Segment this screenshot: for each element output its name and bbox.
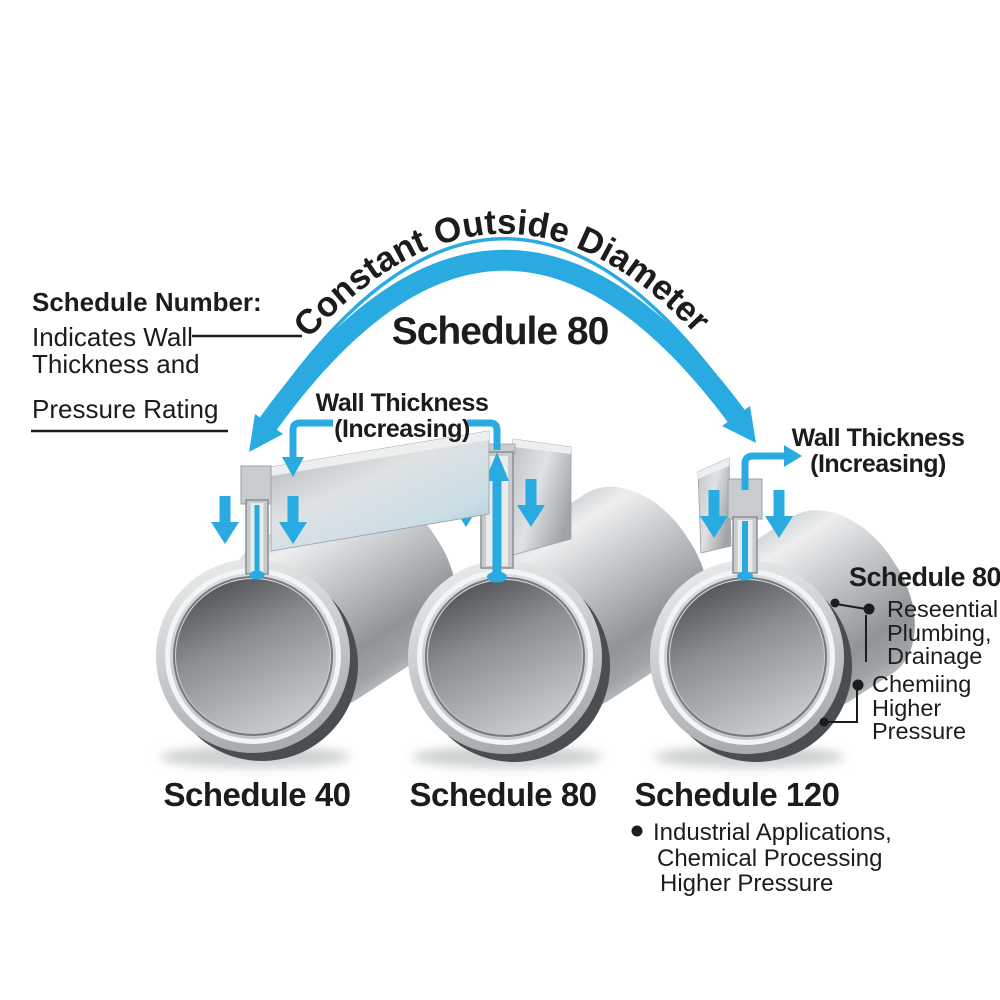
pipe1-gauge-cap	[240, 465, 272, 505]
wt-left-bracket	[289, 419, 333, 459]
bullet1-line3: Drainage	[887, 643, 982, 669]
right-annotation-heading: Schedule 80	[849, 562, 1000, 592]
wt3-arrowhead-icon	[784, 445, 802, 467]
pipe2-up-arrow-icon	[485, 452, 509, 481]
pipe1-gauge-tip	[249, 570, 265, 580]
pipe3-schedule120	[649, 457, 852, 762]
wall-thickness-label-right: Wall Thickness (Increasing)	[741, 424, 965, 490]
pipe3-fin-top	[698, 458, 729, 479]
pipe1-face	[155, 558, 351, 754]
leader-line-top	[835, 603, 867, 610]
schedule120-note-line3: Higher Pressure	[660, 870, 833, 897]
wt3-elbow	[741, 452, 784, 490]
schedule120-note: Industrial Applications, Chemical Proces…	[631, 819, 892, 897]
bullet2-line1: Chemiing	[872, 671, 971, 697]
pipe1-fin-top	[271, 431, 489, 476]
note-line-1: Indicates Wall	[32, 322, 193, 352]
leader-line-bottom	[828, 690, 858, 723]
wt-right-line2: (Increasing)	[810, 450, 946, 478]
wt-left-line2: (Increasing)	[334, 415, 470, 443]
pipe2-fin-top	[513, 439, 571, 454]
arc-thick	[259, 249, 746, 431]
bullet2-line2: Higher	[872, 695, 941, 721]
leader-dot-pipe-bottom	[819, 717, 829, 727]
pipe2-fin	[512, 438, 572, 556]
pipe1-schedule40	[155, 430, 490, 761]
bullet1-line1: Reseential	[887, 596, 998, 622]
pipe1-gauge-line	[254, 505, 260, 572]
pipe1-label: Schedule 40	[163, 776, 350, 813]
pipe-labels: Schedule 40 Schedule 80 Schedule 120	[163, 776, 840, 813]
arc-sublabel: Schedule 80	[392, 310, 609, 353]
bullet1-dot	[863, 603, 875, 615]
arc-arrowhead-right-icon	[722, 406, 756, 443]
bullet1-line2: Plumbing,	[887, 620, 992, 646]
arc-arrowhead-left-icon	[249, 414, 283, 452]
bullet2-line3: Pressure	[872, 718, 966, 744]
pipe3-face	[649, 559, 845, 755]
pipe2-face	[407, 559, 603, 755]
bullet2-dot	[852, 679, 864, 691]
schedule120-bullet-dot	[631, 825, 643, 837]
pipe3-gauge-tip	[737, 571, 753, 581]
pipe3-label: Schedule 120	[635, 776, 840, 813]
pipe2-gauge-line	[492, 478, 502, 574]
schedule120-note-line2: Chemical Processing	[657, 845, 882, 872]
note-line-3: Pressure Rating	[32, 394, 218, 424]
wt-left-arrowhead-icon	[282, 457, 304, 477]
schedule120-note-line1: Industrial Applications,	[653, 819, 892, 846]
leader-dot-pipe-top	[830, 598, 840, 608]
wt-right-line1: Wall Thickness	[792, 424, 965, 452]
pipe1-down-arrow-left-icon	[211, 496, 239, 544]
arc-outline-thin	[279, 237, 725, 395]
wt-right-bracket	[467, 419, 501, 450]
wt-left-line1: Wall Thickness	[316, 389, 489, 417]
wall-thickness-label-left: Wall Thickness (Increasing)	[282, 389, 501, 477]
right-annotation: Schedule 80 Reseential Plumbing, Drainag…	[819, 562, 1000, 744]
pipe2-gauge-tip	[487, 571, 507, 583]
pipe3-gauge-line	[742, 521, 748, 574]
pipe2-label: Schedule 80	[409, 776, 596, 813]
schedule-number-note: Schedule Number: Indicates Wall Thicknes…	[31, 287, 302, 433]
note-line-2: Thickness and	[32, 349, 200, 379]
note-heading: Schedule Number:	[32, 287, 262, 317]
